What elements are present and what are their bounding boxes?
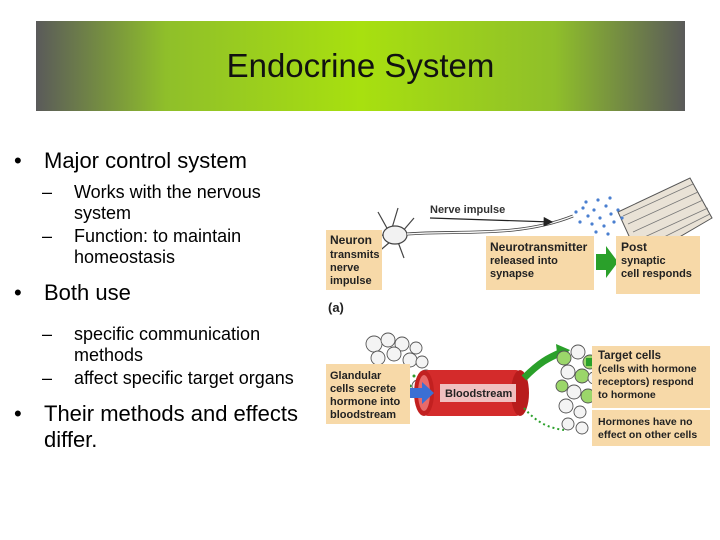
- postsynaptic-box-text: Post synaptic cell responds: [621, 240, 692, 280]
- sub-bullet-dash: –: [42, 226, 53, 246]
- bullet-text: Their methods and effects differ.: [44, 401, 298, 452]
- target-cells-illustration: [555, 344, 601, 435]
- communication-figure: Nerve impulse Neuron transmits nerve imp…: [326, 177, 713, 446]
- glandular-box-text: Glandular cells secrete hormone into blo…: [330, 370, 403, 421]
- sub-bullet-communication: – specific communication methods: [42, 324, 314, 366]
- sub-bullet-dash: –: [42, 182, 53, 202]
- postsynaptic-box: [616, 236, 700, 294]
- no-effect-text: Hormones have no effect on other cells: [598, 416, 697, 441]
- bullet-text: Both use: [44, 280, 131, 305]
- target-cells-box: [592, 346, 710, 408]
- green-arrow-up: [521, 348, 564, 381]
- sub-bullet-dash: –: [42, 324, 53, 344]
- sub-bullet-dash: –: [42, 368, 53, 388]
- sub-bullet-text: Function: to maintain homeostasis: [74, 226, 242, 267]
- bullet-dot: •: [14, 148, 22, 173]
- neurotransmitter-dots: [574, 196, 624, 236]
- sub-bullet-text: Works with the nervous system: [74, 182, 261, 223]
- bullet-methods-differ: • Their methods and effects differ.: [14, 401, 314, 453]
- bullet-list: • Major control system – Works with the …: [14, 148, 314, 461]
- no-effect-box: [592, 410, 710, 446]
- blue-arrow: [410, 382, 434, 404]
- neuron-box: [326, 230, 382, 290]
- sub-bullet-text: affect specific target organs: [74, 368, 294, 388]
- sub-bullet-text: specific communication methods: [74, 324, 261, 365]
- sub-bullet-nervous: – Works with the nervous system: [42, 182, 314, 224]
- dotted-arrow-down: [523, 407, 565, 431]
- bloodstream-label: Bloodstream: [445, 388, 512, 400]
- bloodstream-vessel: [414, 370, 529, 416]
- neurotransmitter-box-text: Neurotransmitter released into synapse: [490, 240, 590, 280]
- title-bar: Endocrine System: [36, 21, 685, 111]
- bullet-text: Major control system: [44, 148, 247, 173]
- panel-a-label: (a): [328, 300, 344, 315]
- target-cells-text: Target cells (cells with hormone recepto…: [598, 350, 700, 401]
- bullet-dot: •: [14, 401, 22, 426]
- neurotransmitter-box: [486, 236, 594, 290]
- nerve-impulse-arrow: [429, 216, 554, 227]
- bullet-both-use: • Both use: [14, 280, 314, 306]
- green-arrow-a: [596, 246, 618, 278]
- slide-title: Endocrine System: [226, 47, 495, 84]
- bullet-major-control: • Major control system: [14, 148, 314, 174]
- nerve-impulse-label: Nerve impulse: [430, 204, 505, 216]
- sub-bullet-target-organs: – affect specific target organs: [42, 368, 314, 389]
- neuron-box-text: Neuron transmits nerve impulse: [330, 233, 383, 287]
- glandular-box: [326, 364, 410, 424]
- sub-bullet-homeostasis: – Function: to maintain homeostasis: [42, 226, 314, 268]
- bullet-dot: •: [14, 280, 22, 305]
